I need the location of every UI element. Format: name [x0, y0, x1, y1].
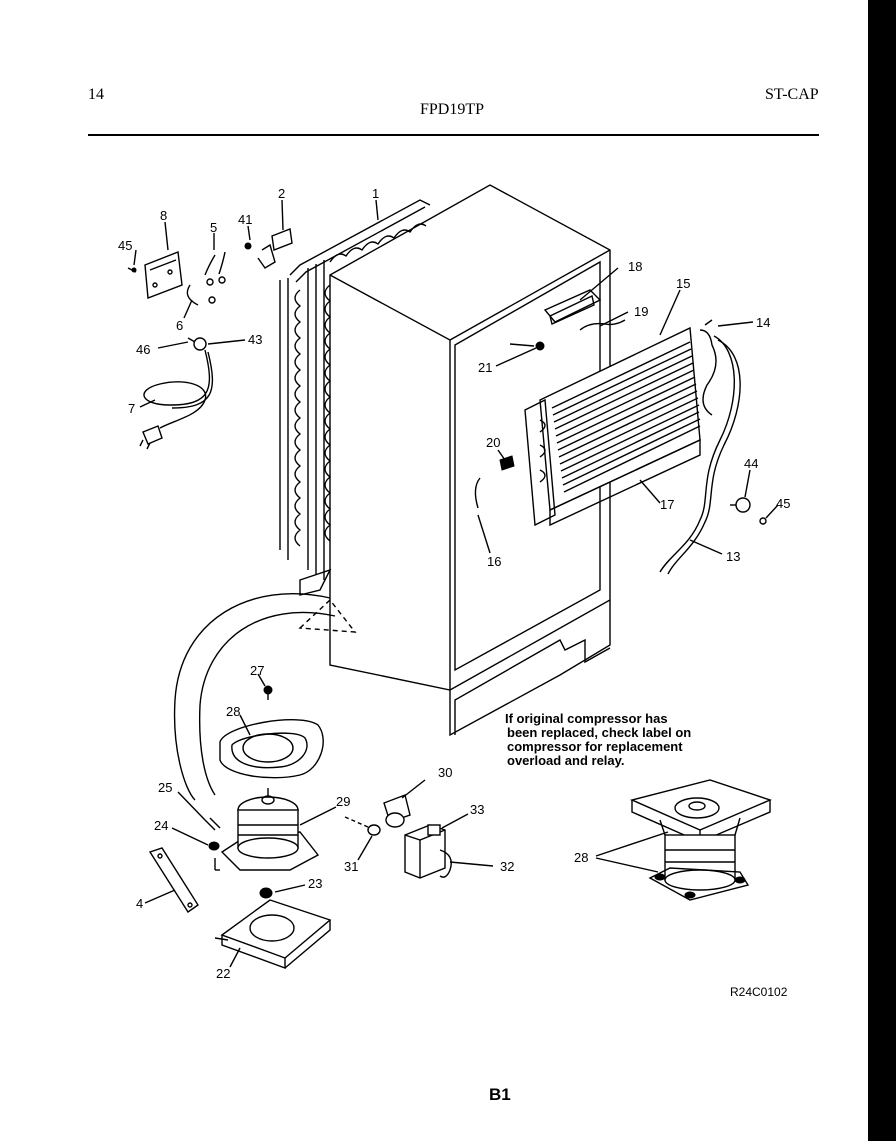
callout-28-left: 28	[226, 704, 240, 719]
drain-tube	[173, 593, 357, 801]
callout-24: 24	[154, 818, 168, 833]
grommet-parts	[204, 817, 221, 851]
callout-5: 5	[210, 220, 217, 235]
parts-sheet: 14 FPD19TP ST-CAP	[0, 0, 868, 1141]
exploded-parts-diagram: 1 2 41 8 5 45 6 46 43 7 18 15 14 19 21 2…	[118, 184, 790, 1104]
note-line-2: been replaced, check label on	[507, 725, 691, 740]
defrost-timer	[543, 289, 626, 331]
page-number: 14	[88, 86, 104, 103]
callout-32: 32	[500, 859, 514, 874]
part-8-bracket	[127, 251, 183, 299]
callout-21: 21	[478, 360, 492, 375]
callout-33: 33	[470, 802, 484, 817]
callout-19: 19	[634, 304, 648, 319]
callout-45-right: 45	[776, 496, 790, 511]
alternate-compressor	[629, 779, 772, 901]
note-line-3: compressor for replacement	[507, 739, 683, 754]
callout-4: 4	[136, 896, 143, 911]
callout-25: 25	[158, 780, 172, 795]
callout-17: 17	[660, 497, 674, 512]
callout-20: 20	[486, 435, 500, 450]
callout-2: 2	[278, 186, 285, 201]
callout-41: 41	[238, 212, 252, 227]
callout-8: 8	[160, 208, 167, 223]
compressor-note: If original compressor has been replaced…	[505, 711, 691, 768]
callout-43: 43	[248, 332, 262, 347]
series-code: ST-CAP	[765, 86, 819, 103]
page-label: B1	[489, 1085, 511, 1104]
model-number: FPD19TP	[420, 101, 485, 118]
callout-46: 46	[136, 342, 150, 357]
drain-pan	[219, 685, 324, 779]
callout-31: 31	[344, 859, 358, 874]
callout-30: 30	[438, 765, 452, 780]
refrigerator-cabinet	[329, 184, 611, 737]
part-2-bracket	[244, 228, 293, 269]
note-line-4: overload and relay.	[507, 753, 625, 768]
callout-22: 22	[216, 966, 230, 981]
header-divider	[88, 134, 819, 136]
callout-27: 27	[250, 663, 264, 678]
callout-7: 7	[128, 401, 135, 416]
reference-code: R24C0102	[730, 985, 788, 999]
callout-18: 18	[628, 259, 642, 274]
small-parts-evap	[474, 341, 545, 509]
compressor-base	[214, 887, 332, 970]
callout-6: 6	[176, 318, 183, 333]
compressor	[214, 788, 320, 871]
leader-lines	[133, 199, 779, 968]
callout-29: 29	[336, 794, 350, 809]
callout-44: 44	[744, 456, 758, 471]
callout-1: 1	[372, 186, 379, 201]
callout-numbers: 1 2 41 8 5 45 6 46 43 7 18 15 14 19 21 2…	[118, 186, 790, 981]
callout-23: 23	[308, 876, 322, 891]
callout-14: 14	[756, 315, 770, 330]
callout-13: 13	[726, 549, 740, 564]
condenser-coil	[279, 199, 431, 596]
part-4-bracket	[148, 847, 199, 913]
evaporator	[524, 319, 741, 575]
callout-28-right: 28	[574, 850, 588, 865]
part-44-fitting	[730, 497, 767, 525]
relay-overload	[344, 794, 452, 879]
callout-15: 15	[676, 276, 690, 291]
callout-16: 16	[487, 554, 501, 569]
note-line-1: If original compressor has	[505, 711, 668, 726]
callout-45-left: 45	[118, 238, 132, 253]
power-cord-assembly	[139, 251, 226, 450]
